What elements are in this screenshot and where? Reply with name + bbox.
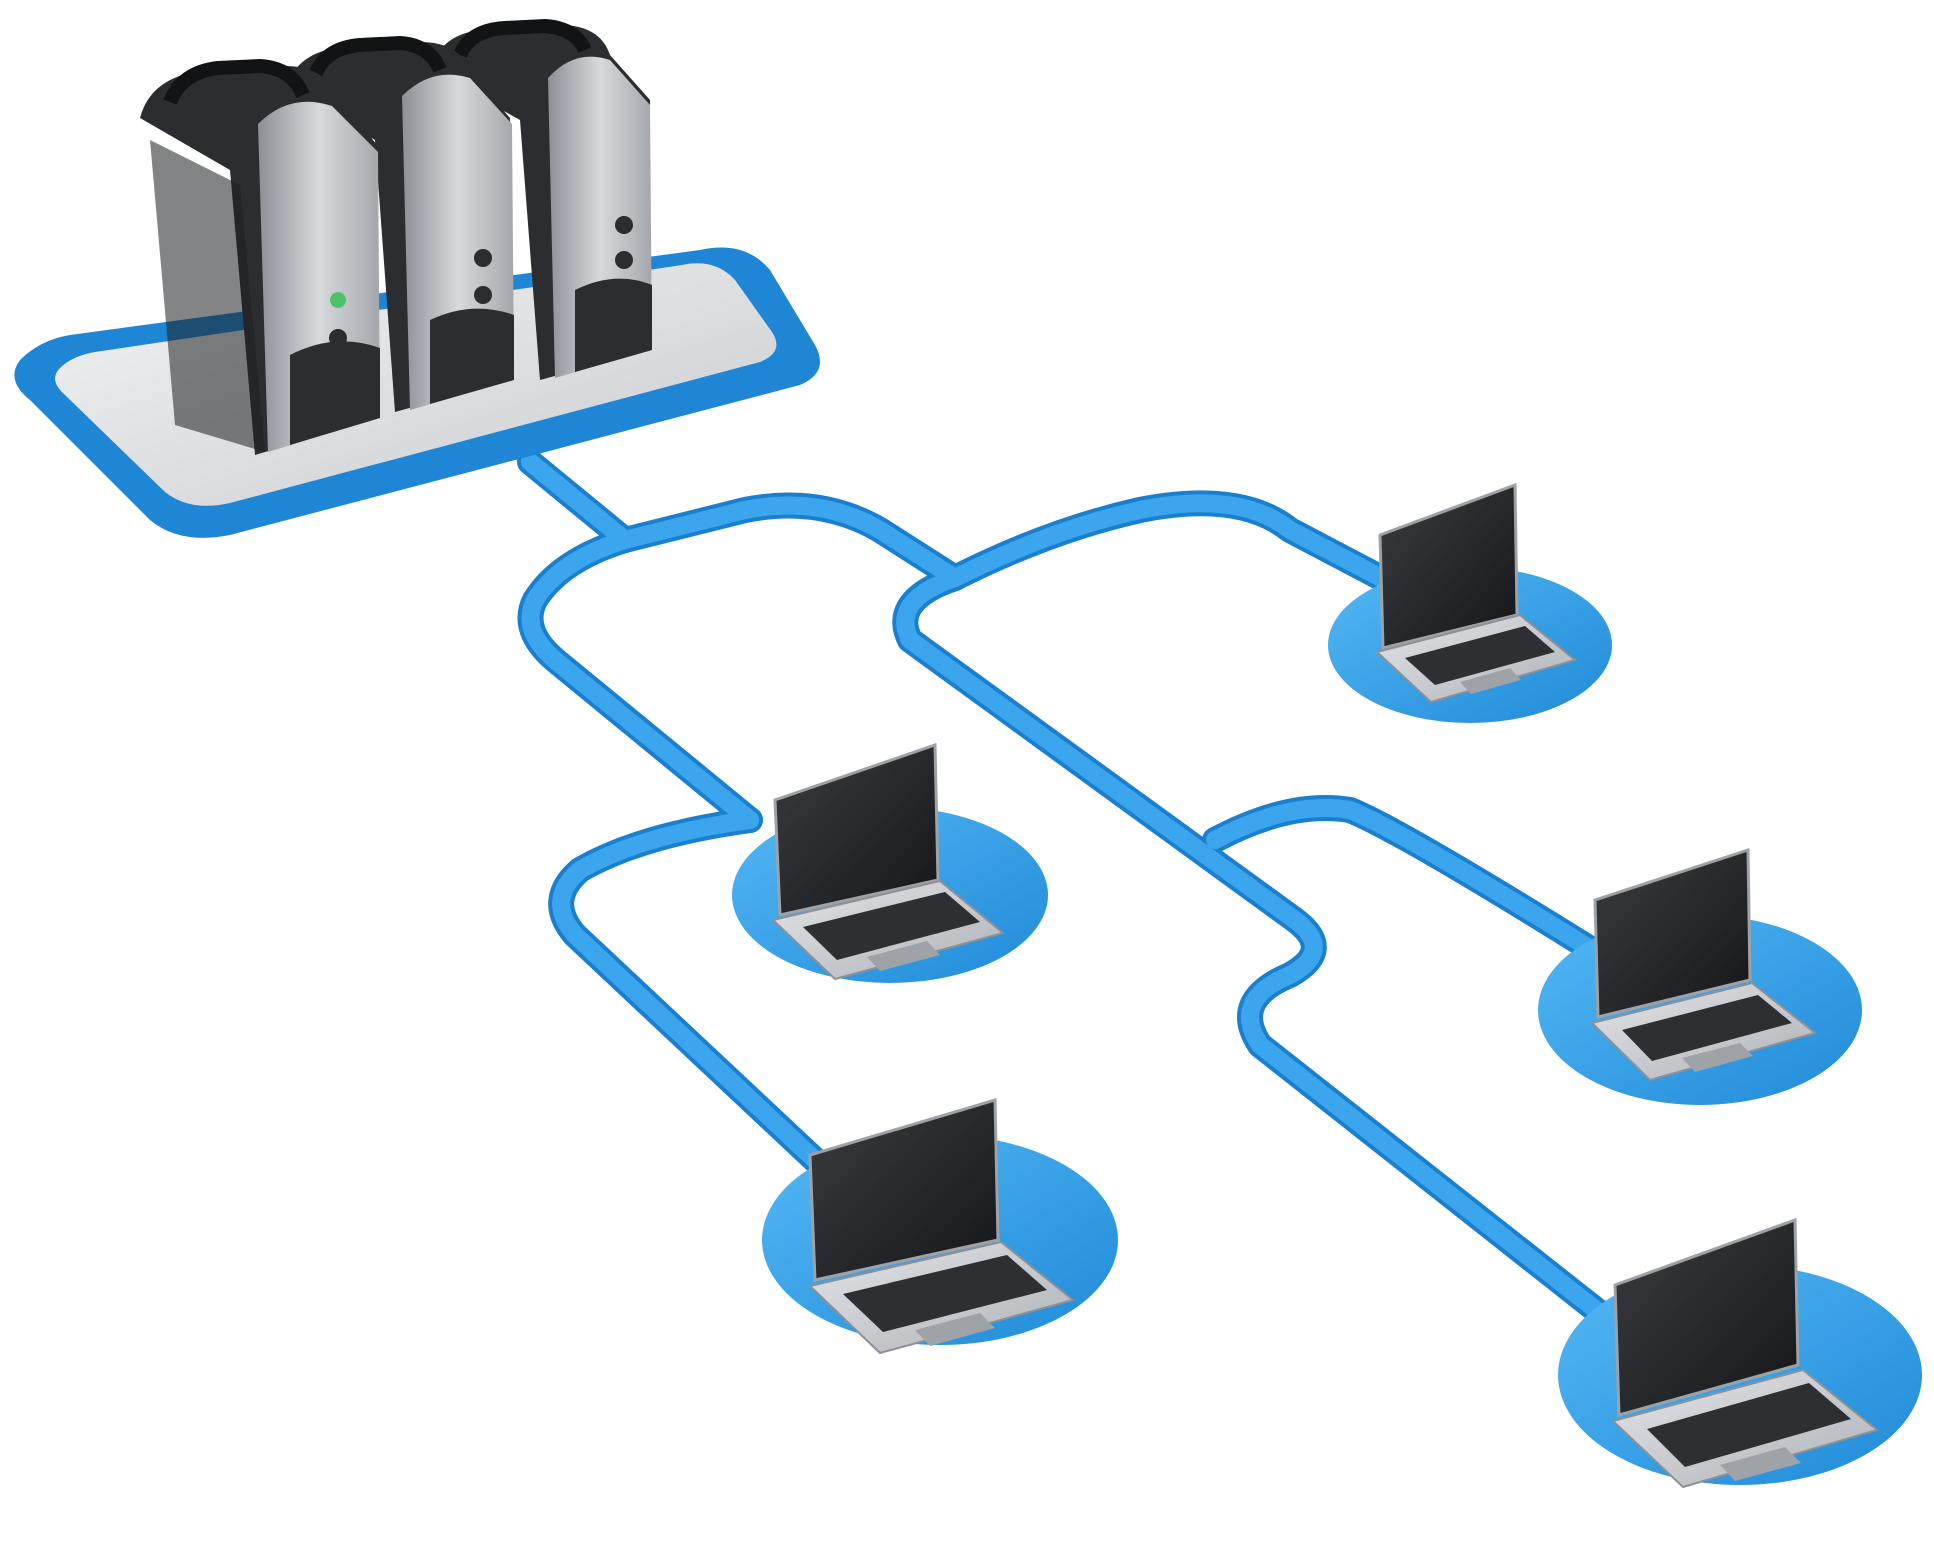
server-unit bbox=[430, 18, 652, 380]
laptop-icon bbox=[1374, 482, 1578, 704]
server-unit bbox=[140, 58, 380, 455]
laptop-node-4 bbox=[762, 1098, 1118, 1355]
link-lines bbox=[521, 453, 1624, 1334]
laptop-node-2 bbox=[732, 742, 1048, 983]
laptop-icon bbox=[1611, 1217, 1880, 1489]
server-unit bbox=[285, 35, 514, 412]
network-links bbox=[517, 449, 1628, 1338]
laptop-node-5 bbox=[1558, 1217, 1922, 1489]
laptop-icon bbox=[1590, 847, 1818, 1082]
laptop-icon bbox=[807, 1098, 1076, 1355]
laptop-node-1 bbox=[1328, 482, 1612, 723]
server-cluster bbox=[14, 18, 820, 538]
laptop-icon bbox=[770, 742, 1006, 981]
laptop-node-3 bbox=[1538, 847, 1862, 1105]
